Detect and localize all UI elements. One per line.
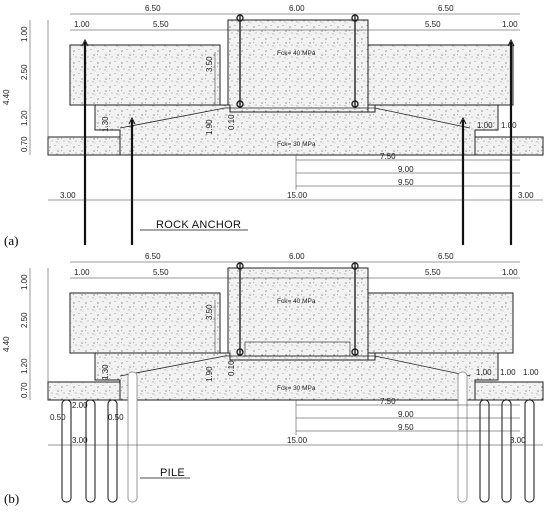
dim-b-right-small-3: 1.00: [523, 368, 539, 377]
dim-b-pile-3: 0.50: [108, 413, 124, 422]
dim-a-inner-4: 0.10: [227, 114, 236, 130]
dim-a-inner-1: 3.50: [205, 56, 214, 72]
dim-b-right-3: 9.50: [398, 423, 414, 432]
dim-a-left-5: 0.70: [20, 136, 29, 152]
dim-a-left-4: 1.20: [20, 110, 29, 126]
dim-b-bottom-2: 15.00: [287, 436, 308, 445]
dim-b-second-2: 5.50: [153, 268, 169, 277]
dim-a-left-2: 2.50: [20, 64, 29, 80]
dim-a-second-1: 1.00: [74, 20, 90, 29]
panel-a: 6.50 6.00 6.50 1.00 5.50 5.50 1.00 1.00 …: [2, 4, 544, 248]
rock-anchor-callout: ROCK ANCHOR: [156, 219, 241, 231]
dim-a-inner-2: 1.30: [101, 116, 110, 132]
dim-b-left-4: 1.20: [20, 358, 29, 374]
dim-a-right-small-2: 1.00: [501, 121, 517, 130]
anchor-bolts-b: [236, 262, 359, 357]
piles-b: [61, 371, 535, 503]
dim-b-pile-2: 0.50: [50, 413, 66, 422]
dim-b-left-5: 0.70: [20, 382, 29, 398]
dim-a-bottom-1: 3.00: [60, 191, 76, 200]
dim-a-second-3: 5.50: [425, 20, 441, 29]
dim-a-left-1: 1.00: [20, 26, 29, 42]
rock-anchors-a: [81, 38, 515, 245]
dim-b-top-mid: 6.00: [289, 252, 305, 261]
pile-callout: PILE: [160, 467, 185, 479]
fck-b-bottom: Fck= 30 MPa: [277, 385, 316, 392]
anchor-bolts-a: [236, 14, 359, 108]
dim-a-right-1: 7.50: [380, 152, 396, 161]
dim-b-right-2: 9.00: [398, 410, 414, 419]
dim-b-second-3: 5.50: [425, 268, 441, 277]
fck-b-top: Fck= 40 MPa: [277, 298, 316, 305]
dim-a-right-2: 9.00: [398, 165, 414, 174]
fck-a-top: Fck= 40 MPa: [277, 50, 316, 57]
dim-a-bottom-3: 3.00: [518, 191, 534, 200]
panel-a-label: (a): [4, 233, 18, 248]
dim-a-top-right: 6.50: [438, 4, 454, 13]
dim-b-second-4: 1.00: [502, 268, 518, 277]
panel-b-label: (b): [4, 491, 19, 506]
dim-b-top-right: 6.50: [438, 252, 454, 261]
dim-a-second-4: 1.00: [502, 20, 518, 29]
dim-a-top-mid: 6.00: [289, 4, 305, 13]
dim-b-top-left: 6.50: [145, 252, 161, 261]
dim-b-pile-1: 2.00: [72, 401, 88, 410]
abutment-body-a: [47, 19, 544, 156]
dim-a-inner-3: 1.90: [205, 119, 214, 135]
dim-b-right-1: 7.50: [380, 397, 396, 406]
abutment-body-b: [47, 267, 544, 401]
dimension-lines-b: [29, 261, 543, 446]
dim-a-bottom-2: 15.00: [287, 191, 308, 200]
dim-a-top-left: 6.50: [145, 4, 161, 13]
dim-b-right-small-1: 1.00: [476, 368, 492, 377]
dim-b-inner-4: 0.10: [227, 360, 236, 376]
dim-a-right-3: 9.50: [398, 178, 414, 187]
dim-a-left-3: 4.40: [2, 89, 11, 105]
dim-b-bottom-3: 3.00: [510, 436, 526, 445]
dim-b-inner-1: 3.50: [205, 304, 214, 320]
dim-b-second-1: 1.00: [74, 268, 90, 277]
dim-b-inner-2: 1.30: [101, 364, 110, 380]
dim-b-left-3: 4.40: [2, 336, 11, 352]
dim-b-inner-3: 1.90: [205, 366, 214, 382]
dim-a-second-2: 5.50: [153, 20, 169, 29]
panel-b: 6.50 6.00 6.50 1.00 5.50 5.50 1.00 1.00 …: [2, 252, 544, 506]
dim-b-right-small-2: 1.00: [500, 368, 516, 377]
dimension-lines-a: [29, 13, 543, 201]
fck-a-bottom: Fck= 30 MPa: [277, 141, 316, 148]
dim-b-bottom-1: 3.00: [72, 436, 88, 445]
dim-b-left-2: 2.50: [20, 312, 29, 328]
dim-a-right-small-1: 1.00: [477, 121, 493, 130]
dim-b-left-1: 1.00: [20, 274, 29, 290]
